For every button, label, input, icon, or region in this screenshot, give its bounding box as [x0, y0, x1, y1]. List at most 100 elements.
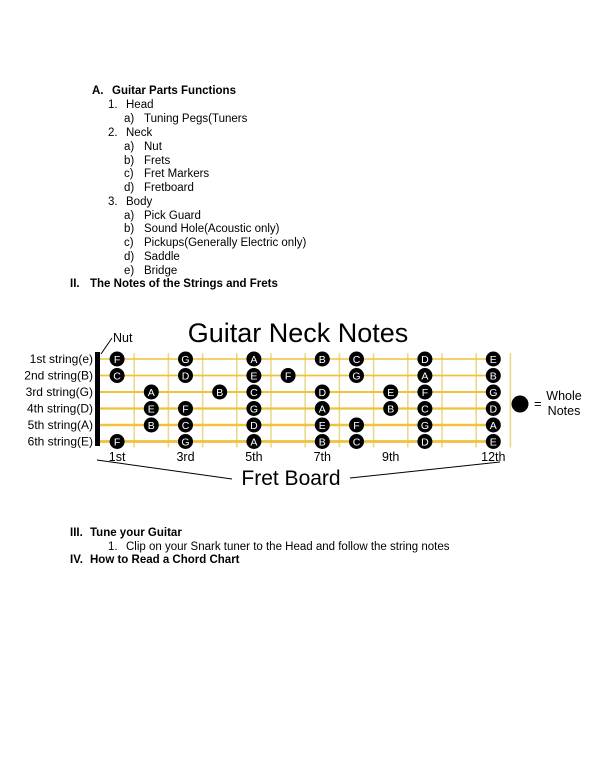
outline-item-body: 3.Body	[108, 195, 152, 209]
legend-label-whole: Whole	[546, 389, 581, 403]
note-label: C	[182, 420, 190, 432]
note-dot	[349, 417, 364, 433]
subitem-label: Nut	[144, 141, 162, 153]
section-ii-title: The Notes of the Strings and Frets	[90, 278, 278, 290]
note-dot	[314, 384, 330, 400]
subitem-label: Saddle	[144, 251, 180, 263]
note-label: F	[285, 370, 291, 382]
note-dot	[485, 351, 501, 367]
section-a-marker: A.	[92, 85, 104, 97]
note-label: C	[353, 436, 361, 448]
note-dot	[178, 417, 193, 433]
note-dot	[178, 351, 193, 367]
neck-label: Neck	[126, 127, 153, 139]
fret-number-label: 9th	[382, 450, 399, 464]
outline-subitem-nut: a)Nut	[124, 140, 162, 154]
note-dot	[280, 368, 296, 383]
note-dot	[178, 434, 193, 449]
note-label: G	[181, 436, 189, 448]
note-label: C	[421, 403, 429, 415]
note-label: B	[490, 370, 497, 382]
note-label: C	[250, 387, 258, 399]
body-label: Body	[126, 196, 153, 208]
note-label: G	[352, 370, 360, 382]
note-label: C	[353, 354, 361, 366]
guitar-neck-diagram: Guitar Neck Notes Nut 1st string(e)2nd s…	[24, 318, 581, 490]
nut-pointer-line	[100, 337, 113, 355]
section-iv-heading: IV.How to Read a Chord Chart	[70, 553, 240, 567]
fret-number-label: 1st	[109, 450, 126, 464]
subitem-label: Tuning Pegs(Tuners	[144, 113, 248, 125]
note-dot	[314, 434, 330, 449]
note-label: D	[319, 387, 327, 399]
note-dot	[383, 384, 399, 400]
section-ii-heading: II. The Notes of the Strings and Frets	[70, 277, 278, 291]
note-dot	[417, 417, 433, 433]
note-dot	[485, 417, 501, 433]
note-label: F	[422, 387, 428, 399]
fret-board-bracket-left	[96, 459, 233, 480]
fret-number-label: 12th	[481, 450, 505, 464]
outline-item-neck: 2. Neck	[108, 126, 152, 140]
note-label: G	[181, 354, 189, 366]
note-dot	[417, 434, 433, 449]
note-label: F	[182, 403, 188, 415]
outline-subitem-saddle: d) Saddle	[124, 250, 180, 264]
fret-number-label: 5th	[245, 450, 262, 464]
subitem-label: Frets	[144, 155, 171, 167]
string-label: 2nd string(B)	[24, 369, 93, 383]
outline-subitem-frets: b)Frets	[124, 154, 170, 168]
fret-board-label: Fret Board	[241, 467, 340, 490]
subitem-marker: c)	[124, 168, 134, 180]
outline-item-head: 1.Head	[108, 98, 154, 112]
note-dot	[314, 401, 330, 416]
diagram-title: Guitar Neck Notes	[188, 318, 409, 348]
note-label: E	[490, 436, 497, 448]
head-label: Head	[126, 99, 154, 111]
note-label: A	[490, 420, 497, 432]
note-dot	[349, 368, 364, 383]
note-label: A	[148, 387, 155, 399]
subitem-marker: d)	[124, 251, 135, 263]
note-dot	[314, 351, 330, 367]
note-label: E	[250, 370, 257, 382]
note-label: A	[319, 403, 326, 415]
note-dot	[178, 368, 193, 383]
note-dot	[246, 401, 262, 416]
section-iii-heading: III.Tune your Guitar	[70, 526, 182, 540]
note-label: E	[387, 387, 394, 399]
note-dot	[143, 401, 159, 416]
neck-marker: 2.	[108, 127, 118, 139]
note-label: E	[490, 354, 497, 366]
note-label: G	[421, 420, 429, 432]
note-label: E	[148, 403, 155, 415]
note-label: D	[421, 354, 429, 366]
outline-subitem-pickups: c)Pickups(Generally Electric only)	[124, 236, 306, 250]
note-dot	[109, 351, 125, 367]
note-dot	[246, 434, 262, 449]
note-label: F	[114, 436, 120, 448]
fret-board-bracket-right	[349, 461, 501, 479]
note-dot	[485, 401, 501, 416]
note-label: D	[250, 420, 258, 432]
note-dot	[417, 368, 433, 383]
note-label: G	[489, 387, 497, 399]
outline-subitem-tuning-pegs: a)Tuning Pegs(Tuners	[124, 112, 247, 126]
subitem-marker: e)	[124, 265, 135, 277]
note-label: D	[490, 403, 498, 415]
section-ii-marker: II.	[70, 278, 80, 290]
subitem-label: Fretboard	[144, 182, 194, 194]
note-dot	[349, 434, 364, 449]
subitem-label: Pick Guard	[144, 210, 201, 222]
legend-dot	[511, 395, 529, 413]
outline-subitem-fretboard: d)Fretboard	[124, 181, 194, 195]
subitem-label: Fret Markers	[144, 168, 210, 180]
note-label: A	[250, 436, 257, 448]
outline-subitem-sound-hole: b)Sound Hole(Acoustic only)	[124, 222, 280, 236]
note-label: B	[216, 387, 223, 399]
string-label: 1st string(e)	[30, 352, 93, 366]
subitem-label: Bridge	[144, 265, 178, 277]
subitem-label: Pickups(Generally Electric only)	[144, 237, 307, 249]
nut-bar	[95, 352, 100, 446]
subitem-marker: b)	[124, 223, 135, 235]
